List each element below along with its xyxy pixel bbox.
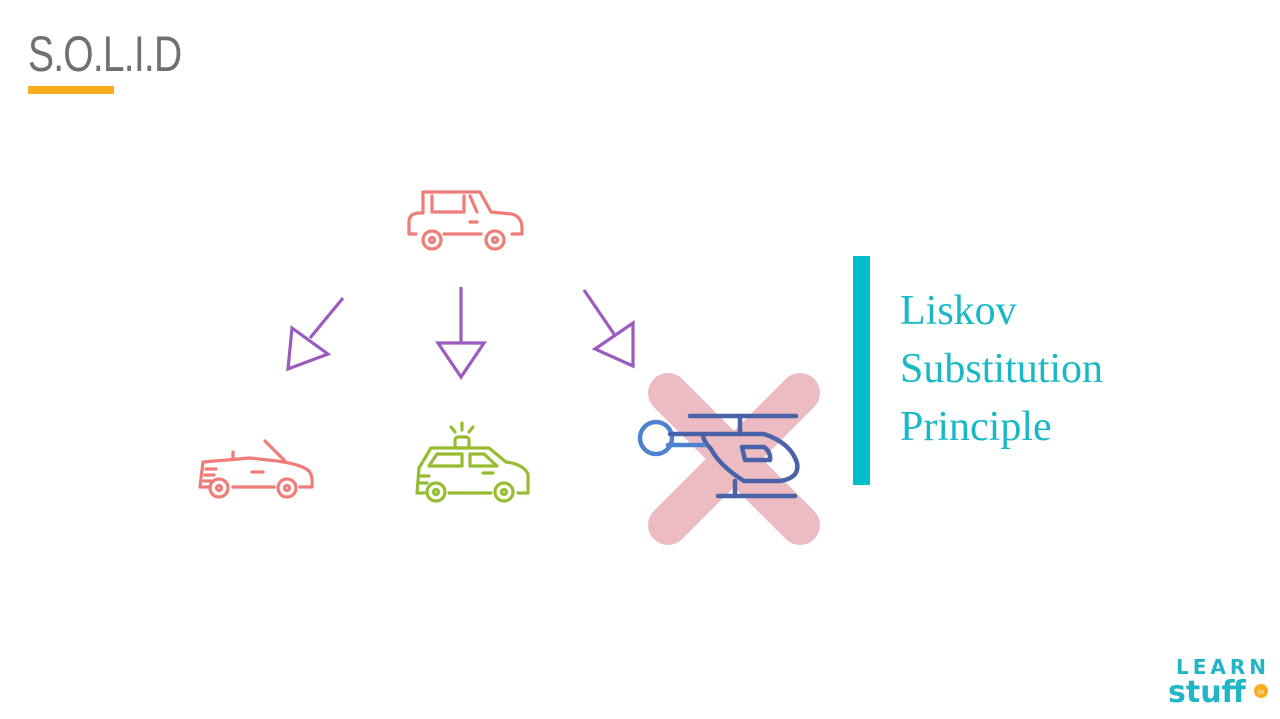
helicopter-icon xyxy=(637,413,800,499)
logo-line-2: stuff xyxy=(1168,675,1247,710)
convertible-icon xyxy=(198,439,314,499)
car-icon xyxy=(407,190,524,251)
logo-suffix: io xyxy=(1258,688,1264,696)
logo-line-1: LEARN xyxy=(1176,655,1270,679)
logo-dot xyxy=(1254,684,1268,698)
arrow-down xyxy=(434,287,488,380)
principle-line-3: Principle xyxy=(900,404,1052,450)
police-car-icon xyxy=(415,421,530,503)
arrow-right xyxy=(582,289,635,369)
principle-line-2: Substitution xyxy=(900,346,1104,392)
cross-icon xyxy=(648,373,820,545)
title-underline xyxy=(28,86,114,94)
principle-line-1: Liskov xyxy=(900,288,1017,334)
accent-bar xyxy=(853,256,870,485)
arrow-left xyxy=(286,296,345,372)
learnstuff-logo: LEARN stuff io xyxy=(1168,655,1270,710)
slide-title: S.O.L.I.D xyxy=(28,26,182,82)
principle-name: Liskov Substitution Principle xyxy=(900,282,1103,456)
